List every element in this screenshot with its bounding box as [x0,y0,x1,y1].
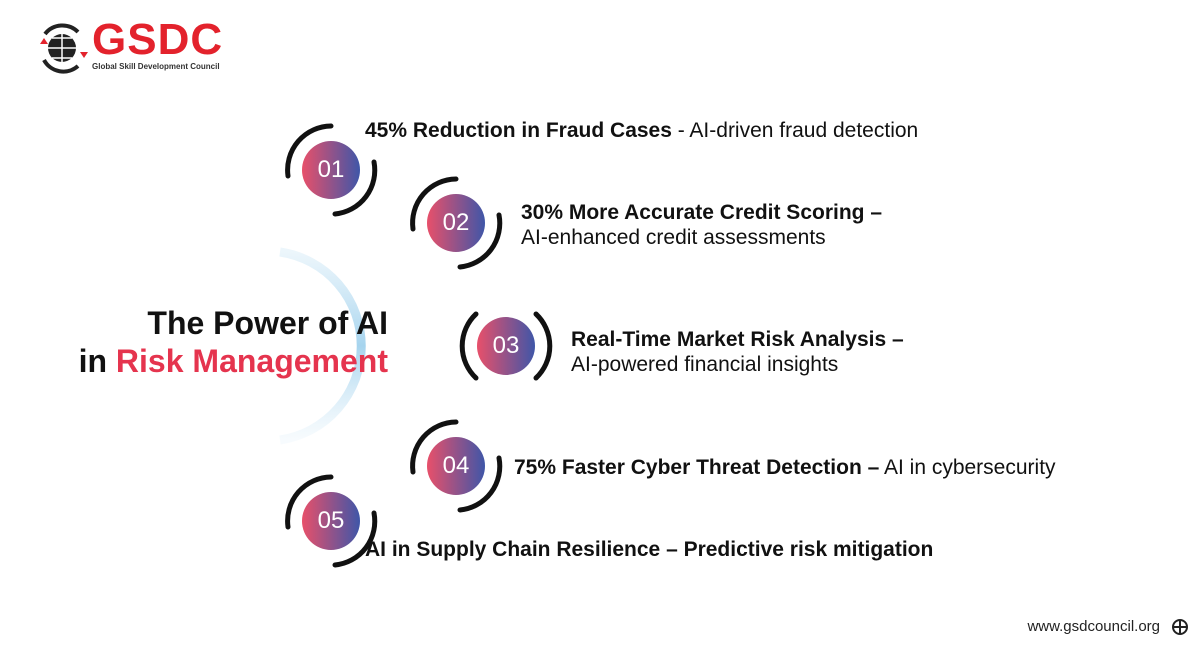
website-link[interactable]: www.gsdcouncil.org [1027,618,1160,635]
number-badge-02: 02 [427,194,485,252]
title-line1: The Power of AI [147,305,388,341]
web-globe-icon [1172,619,1188,635]
item-4-text: AI in cybersecurity [879,456,1056,479]
title-prefix: in [78,343,116,379]
item-3: Real-Time Market Risk Analysis –AI-power… [571,327,904,377]
item-arcs [285,123,553,568]
number-badge-01: 01 [302,141,360,199]
item-5-bold: AI in Supply Chain Resilience – Predicti… [365,538,934,561]
item-3-bold: Real-Time Market Risk Analysis – [571,328,904,351]
item-4: 75% Faster Cyber Threat Detection – AI i… [514,455,1056,480]
title-accent: Risk Management [115,343,388,379]
item-4-bold: 75% Faster Cyber Threat Detection – [514,456,880,479]
logo-name: GSDC [92,15,224,64]
number-badge-03: 03 [477,317,535,375]
item-1-text: - AI-driven fraud detection [671,119,919,142]
item-3-text: AI-powered financial insights [571,353,839,376]
page-title: The Power of AI in Risk Management [79,304,388,380]
globe-logo-icon [40,23,88,74]
item-5: AI in Supply Chain Resilience – Predicti… [365,537,933,562]
logo-tagline: Global Skill Development Council [92,62,220,71]
number-badge-04: 04 [427,437,485,495]
item-2-bold: 30% More Accurate Credit Scoring – [521,201,882,224]
big-arc [279,247,366,445]
number-badge-05: 05 [302,492,360,550]
item-1: 45% Reduction in Fraud Cases - AI-driven… [365,118,918,143]
item-1-bold: 45% Reduction in Fraud Cases [365,119,672,142]
item-2: 30% More Accurate Credit Scoring –AI-enh… [521,200,882,250]
title-line2: in Risk Management [79,342,388,380]
item-2-text: AI-enhanced credit assessments [521,226,826,249]
